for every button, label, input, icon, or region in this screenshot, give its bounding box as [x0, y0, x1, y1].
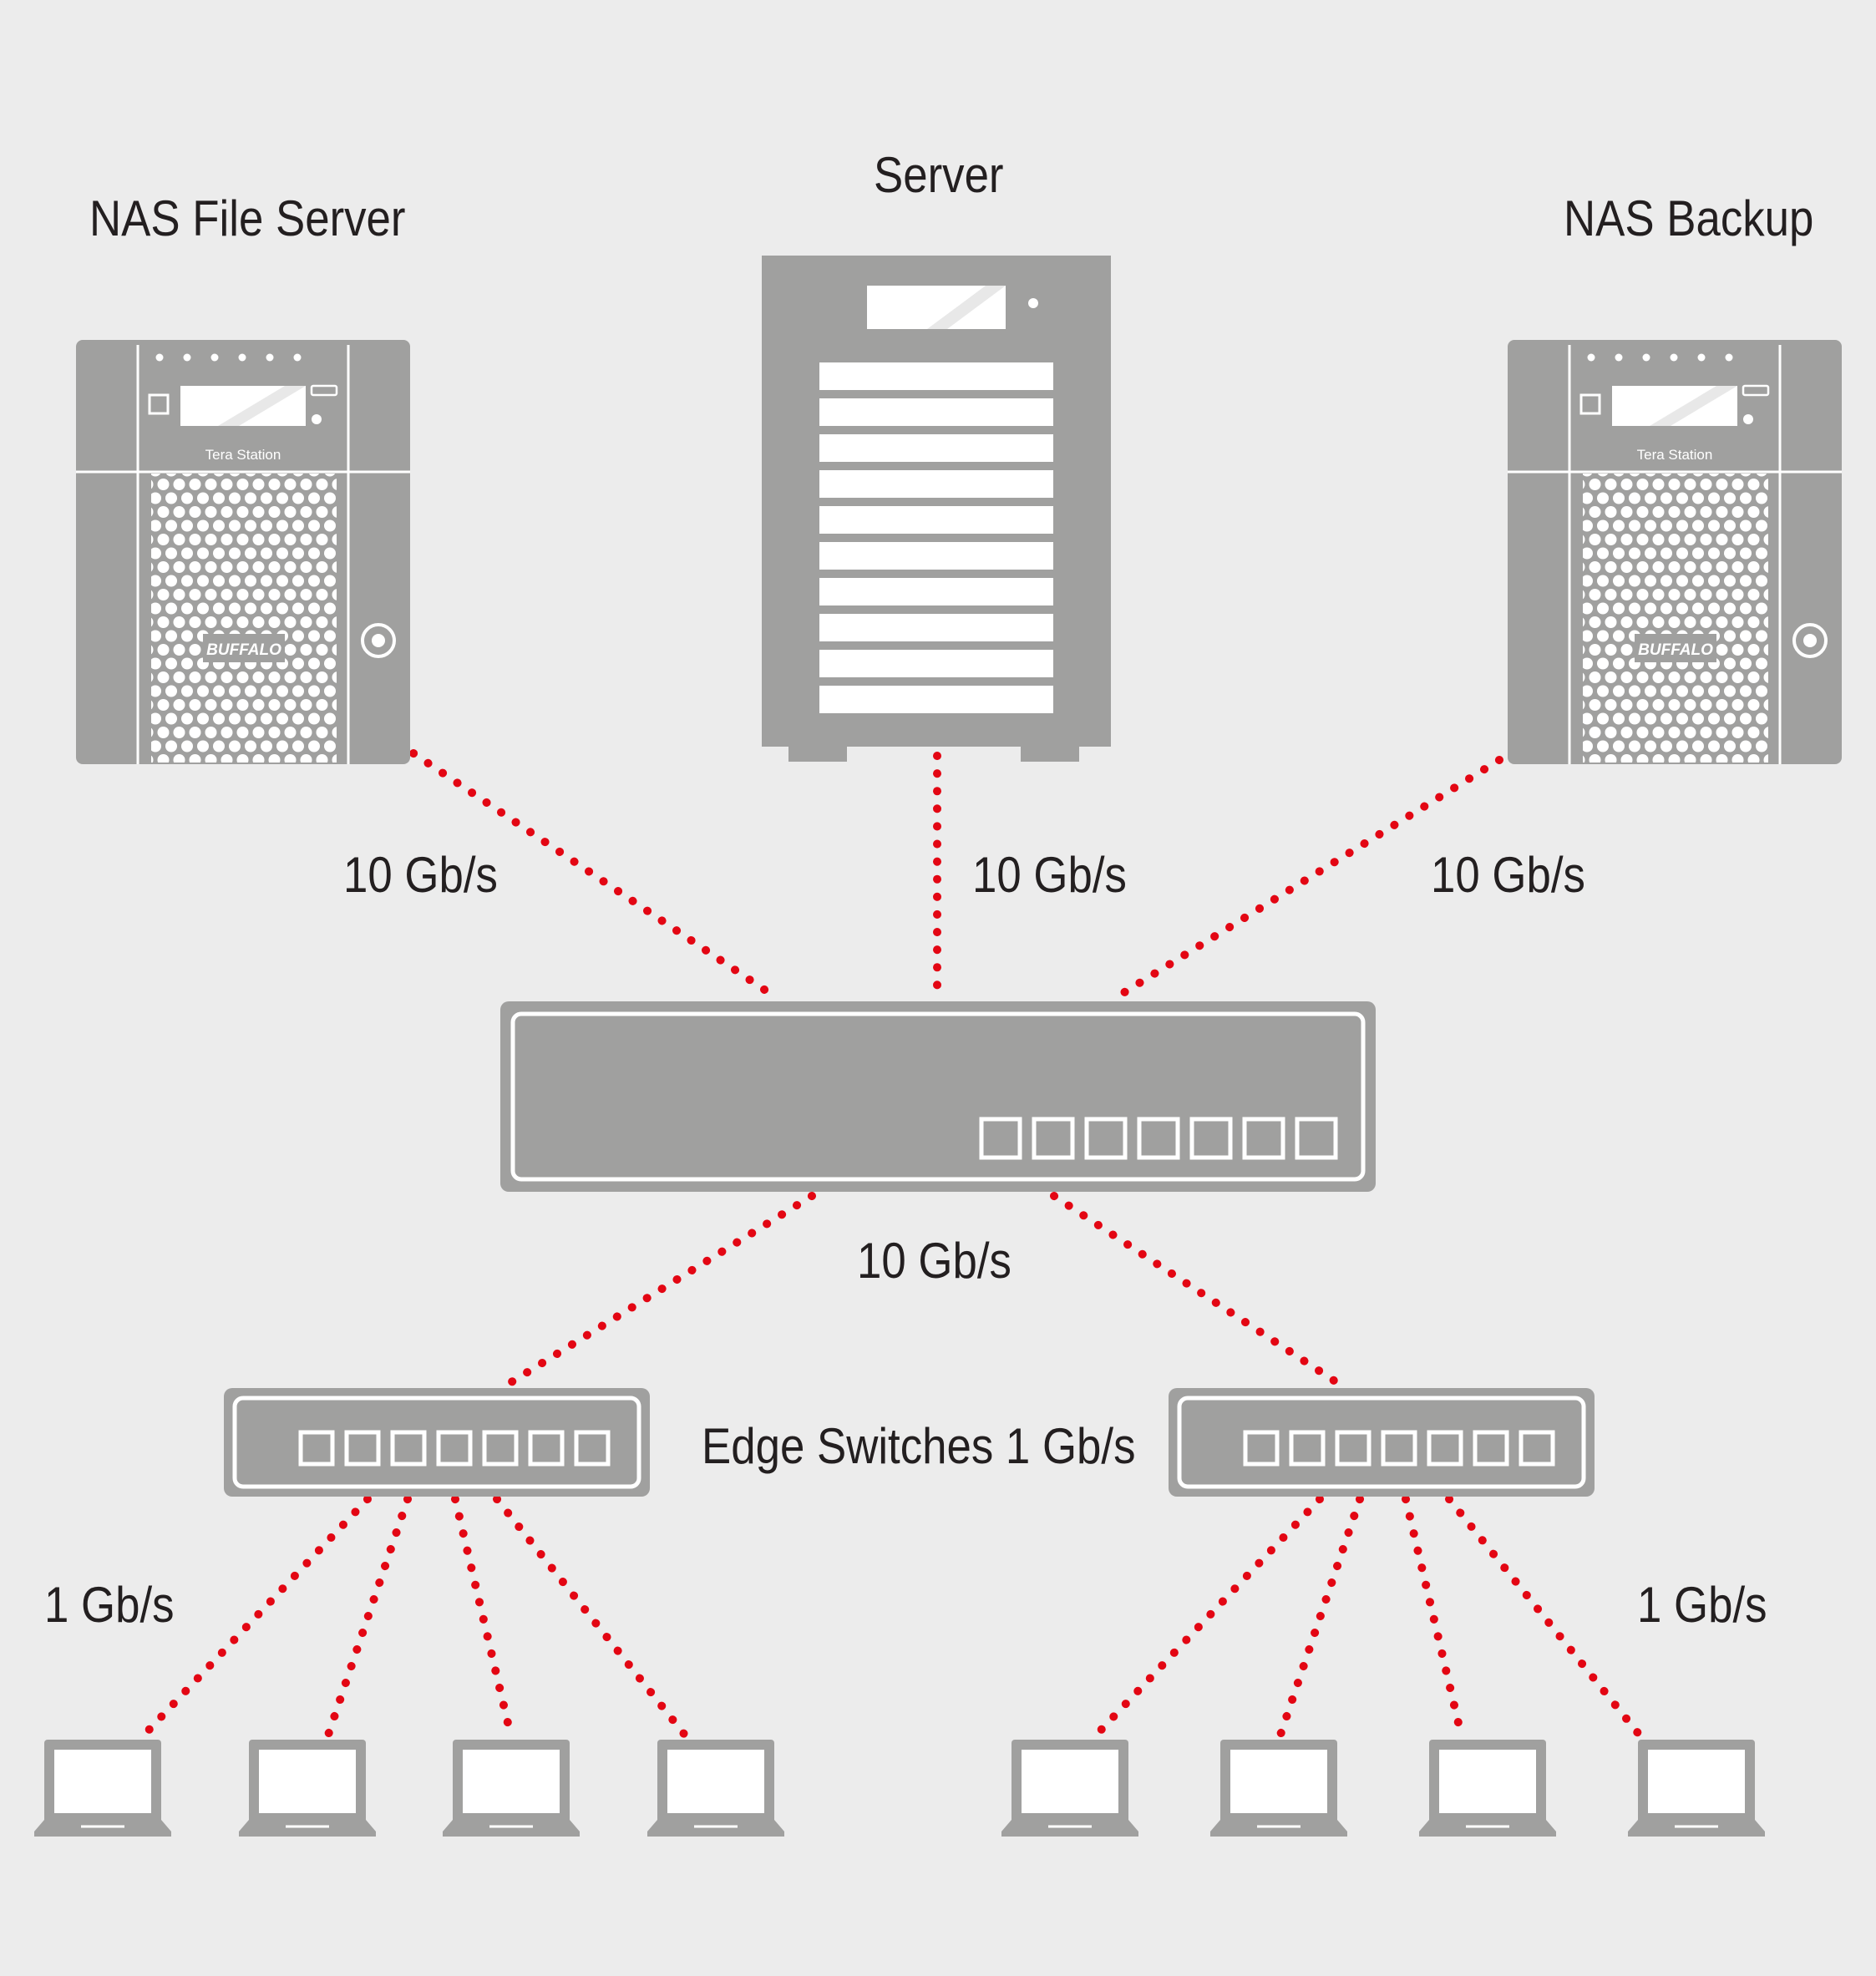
nas-backup-device: Tera Station BUFFALO: [1506, 338, 1843, 766]
nas-file-server-label: NAS File Server: [89, 190, 406, 246]
nas-file-server-link-speed: 10 Gb/s: [343, 847, 498, 903]
link-left-edge-client-3: [451, 1495, 515, 1741]
laptop-client: [1209, 1738, 1349, 1838]
link-left-edge-client-2: [323, 1495, 412, 1741]
laptop-client: [33, 1738, 173, 1838]
link-right-edge-client-2: [1275, 1495, 1364, 1741]
nas-backup-model-text: Tera Station: [1637, 447, 1713, 463]
nas-backup-brand-logo: BUFFALO: [1638, 641, 1713, 659]
right-clients-link-speed: 1 Gb/s: [1637, 1577, 1767, 1633]
nas-file-server-device: Tera Station BUFFALO: [74, 338, 412, 766]
laptop-client: [441, 1738, 581, 1838]
link-core-to-left-edge: [507, 1192, 816, 1386]
core-to-edge-link-speed: 10 Gb/s: [857, 1233, 1012, 1289]
nas-file-server-brand-logo: BUFFALO: [206, 641, 281, 659]
edge-switch-right: [1169, 1388, 1595, 1497]
link-right-edge-client-1: [1090, 1495, 1324, 1741]
link-nas-file-server: [409, 749, 781, 1002]
link-nas-backup: [1111, 756, 1503, 1002]
laptop-client: [646, 1738, 786, 1838]
nas-backup-link-speed: 10 Gb/s: [1431, 847, 1585, 903]
server-label: Server: [874, 147, 1004, 203]
core-switch: [500, 1001, 1376, 1192]
left-clients-link-speed: 1 Gb/s: [44, 1577, 175, 1633]
laptop-client: [1417, 1738, 1558, 1838]
edge-switch-left: [224, 1388, 650, 1497]
link-right-edge-client-3: [1402, 1495, 1466, 1741]
link-core-to-right-edge: [1050, 1192, 1341, 1386]
server-link-speed: 10 Gb/s: [972, 847, 1127, 903]
server-device: [762, 256, 1111, 762]
laptop-client: [237, 1738, 378, 1838]
laptop-client: [1000, 1738, 1140, 1838]
link-left-edge-client-4: [493, 1495, 691, 1741]
nas-backup-label: NAS Backup: [1564, 190, 1814, 246]
edge-switches-label: Edge Switches 1 Gb/s: [702, 1418, 1136, 1474]
link-left-edge-client-1: [138, 1495, 372, 1741]
link-right-edge-client-4: [1445, 1495, 1645, 1741]
laptop-client: [1626, 1738, 1767, 1838]
nas-file-server-model-text: Tera Station: [205, 447, 281, 463]
